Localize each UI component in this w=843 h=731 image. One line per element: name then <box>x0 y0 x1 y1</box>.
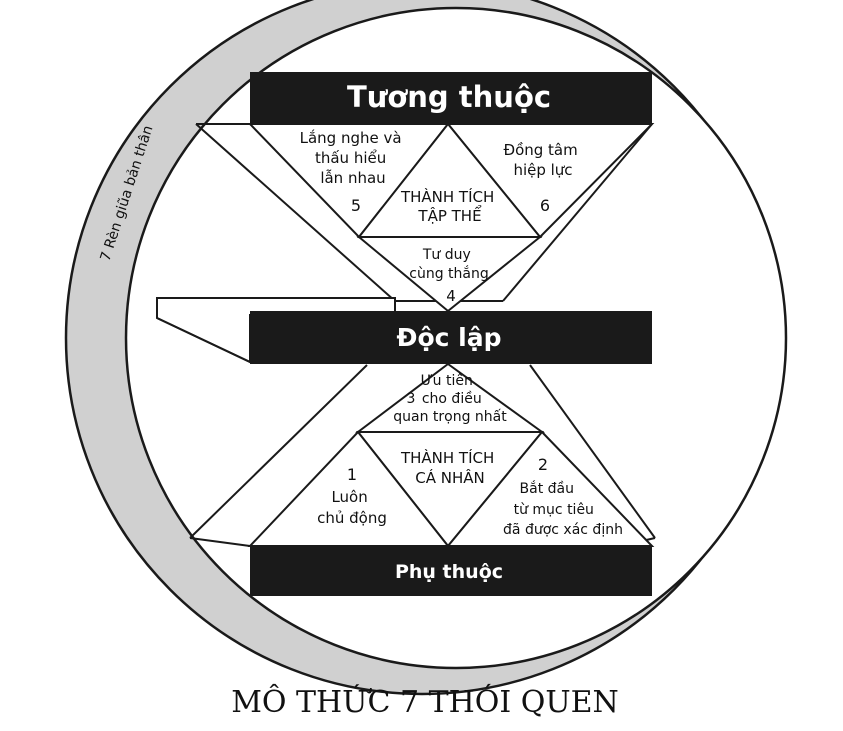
diagram-title: MÔ THỨC 7 THÓI QUEN <box>231 684 619 720</box>
triangles <box>247 122 655 548</box>
habit1-label: Luôn chủ động <box>317 488 387 527</box>
independence-label: Độc lập <box>397 323 502 352</box>
habit4-number: 4 <box>446 287 456 305</box>
habit1-number: 1 <box>347 465 357 484</box>
interdependence-label: Tương thuộc <box>347 80 551 114</box>
habit3-number: 3 <box>407 391 416 407</box>
habit6-label: Đồng tâm hiệp lực <box>503 141 582 179</box>
private-victory-label: THÀNH TÍCH CÁ NHÂN <box>400 448 499 487</box>
habit3-label: Ưu tiên cho điều quan trọng nhất <box>393 373 507 425</box>
habit2-number: 2 <box>538 455 548 474</box>
dependence-label: Phụ thuộc <box>395 561 503 583</box>
top-bar <box>250 72 652 124</box>
habit2-label: Bắt đầu từ mục tiêu đã được xác định <box>503 480 623 538</box>
habit5-label: Lắng nghe và thấu hiểu lẫn nhau <box>300 129 407 187</box>
habit4-label: Tư duy cùng thắng <box>409 247 488 282</box>
habit5-number: 5 <box>351 196 361 215</box>
middle-bar <box>250 311 652 364</box>
bottom-bar <box>250 546 652 596</box>
public-victory-label: THÀNH TÍCH TẬP THỂ <box>400 187 499 225</box>
habit6-number: 6 <box>540 196 550 215</box>
habit4-triangle <box>356 236 543 313</box>
